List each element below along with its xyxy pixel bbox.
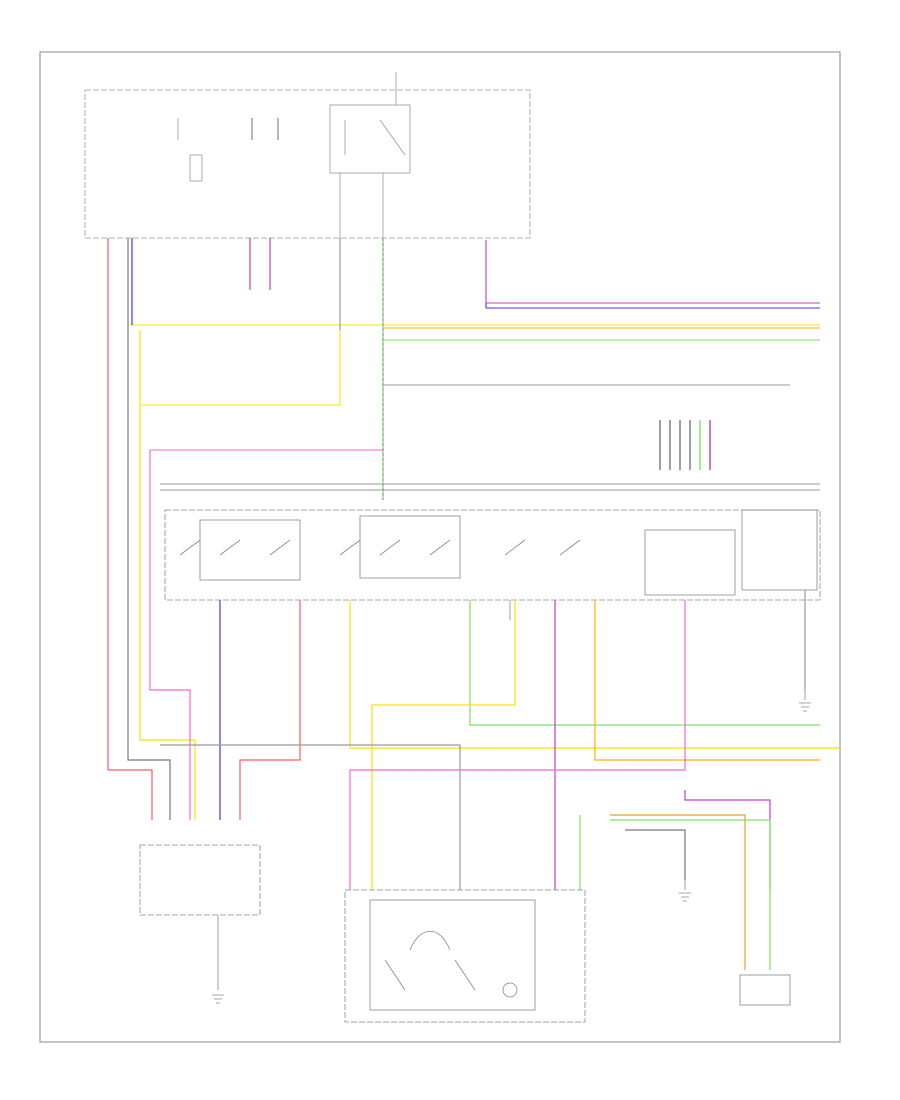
- junction-box-module: [84, 72, 531, 239]
- window-switch-assembly: [164, 509, 821, 620]
- master-window-switch: [344, 889, 586, 1023]
- page-frame: [39, 51, 841, 1043]
- window-motor: [679, 880, 791, 1006]
- left-front-switch: [139, 844, 261, 1004]
- connector-bundle: [659, 420, 711, 470]
- lower-wires: [160, 590, 840, 970]
- vertical-wires: [107, 238, 384, 820]
- ground-symbol: [799, 690, 811, 712]
- right-harness-lines: [130, 240, 820, 491]
